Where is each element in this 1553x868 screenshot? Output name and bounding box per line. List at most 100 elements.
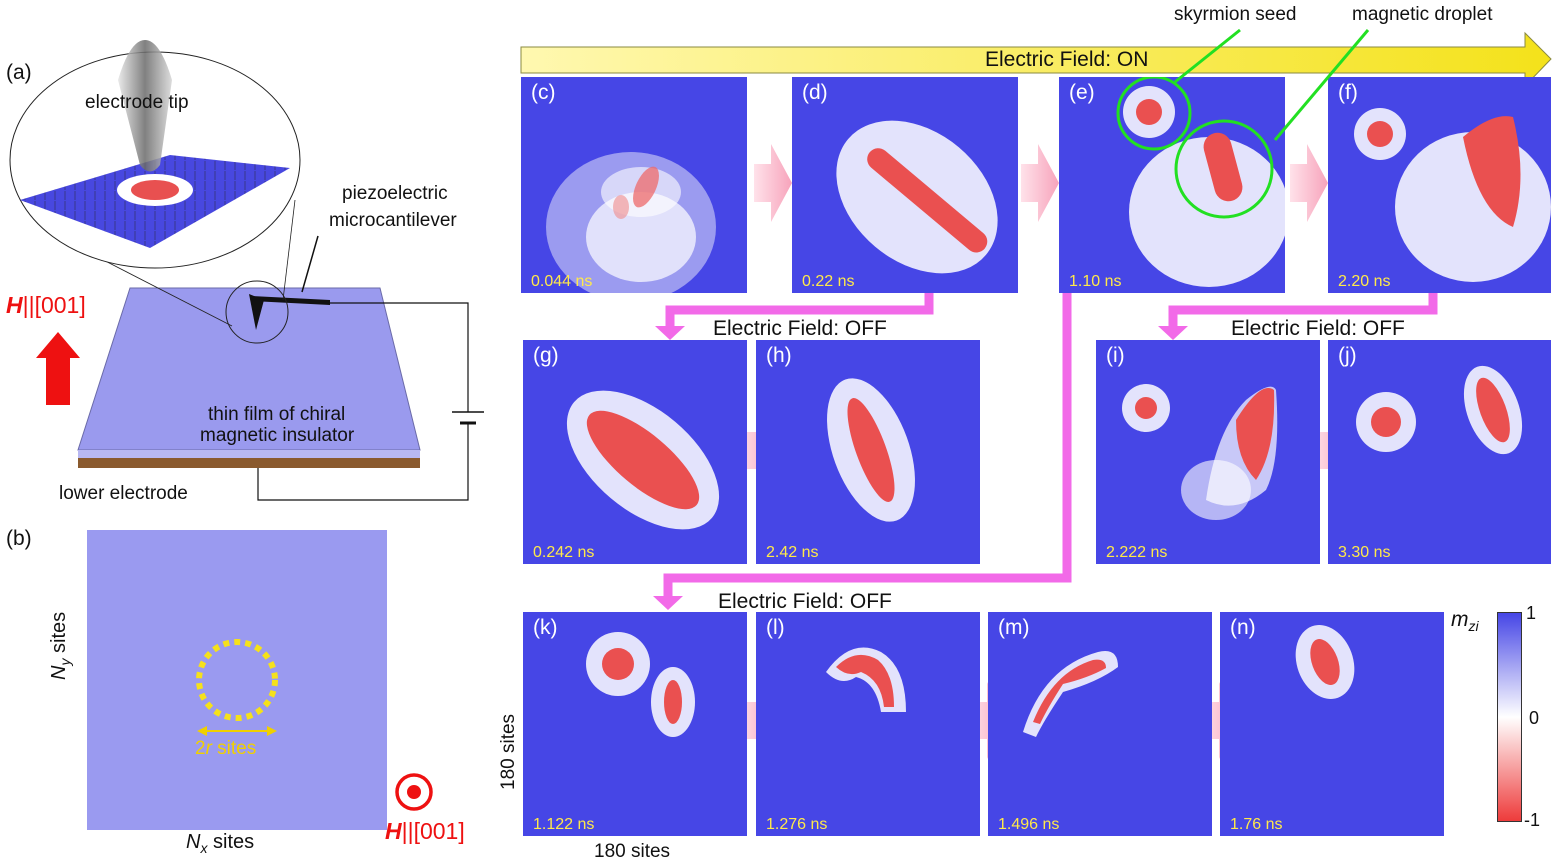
panel-f: (f) 2.20 ns: [1328, 77, 1551, 293]
colorbar-tick-mid: 0: [1529, 708, 1540, 728]
panel-f-tag: (f): [1338, 81, 1358, 104]
cantilever-label-1: piezoelectric: [342, 183, 448, 204]
colorbar-title-sub: zi: [1468, 618, 1479, 635]
film-edge: [78, 450, 420, 458]
connector-d-g: [665, 293, 934, 330]
two-r-label: 2r sites: [195, 738, 256, 760]
cantilever-label-2: microcantilever: [329, 210, 457, 231]
panel-e-time: 1.10 ns: [1069, 273, 1122, 290]
panel-n-time: 1.76 ns: [1230, 816, 1283, 833]
label-a: (a): [6, 61, 32, 84]
zoom-circle: [225, 280, 289, 344]
panel-f-time: 2.20 ns: [1338, 273, 1391, 290]
panel-i-tag: (i): [1106, 344, 1125, 367]
circuit-wire-return: [257, 423, 469, 501]
panel-h-tag: (h): [766, 344, 792, 367]
annotation-skyrmion-seed: skyrmion seed: [1174, 4, 1297, 25]
colorbar-title-var: m: [1451, 608, 1469, 631]
colorbar: [1497, 612, 1522, 822]
panel-n: (n) 1.76 ns: [1220, 612, 1444, 836]
field-label-left-rest: ||[001]: [22, 292, 86, 318]
skyrmion-core: [131, 180, 179, 200]
field-label-right: H||[001]: [385, 818, 465, 845]
two-r-rest: sites: [211, 738, 257, 759]
panel-d: (d) 0.22 ns: [792, 77, 1018, 293]
panel-j-tag: (j): [1338, 344, 1357, 367]
header-field-off-bottom: Electric Field: OFF: [718, 590, 892, 613]
panel-d-time: 0.22 ns: [802, 273, 855, 290]
connector-e-k: [663, 293, 1072, 600]
film-label-2: magnetic insulator: [200, 425, 355, 446]
panel-m-time: 1.496 ns: [998, 816, 1060, 833]
panel-c-tag: (c): [531, 81, 556, 104]
panel-k: (k) 1.122 ns: [523, 612, 747, 836]
header-field-on: Electric Field: ON: [985, 48, 1149, 71]
colorbar-tick-max: 1: [1526, 603, 1537, 623]
lower-electrode-layer: [78, 458, 420, 468]
connector-e-k-head: [653, 596, 683, 610]
panel-i: (i) 2.222 ns: [1096, 340, 1320, 564]
panel-m: (m) 1.496 ns: [988, 612, 1212, 836]
panel-g: (g) 0.242 ns: [523, 340, 747, 564]
field-on-arrow: [520, 31, 1552, 88]
nx-rest: sites: [207, 831, 255, 853]
cantilever-pointer: [301, 235, 319, 293]
header-field-off-right: Electric Field: OFF: [1231, 317, 1405, 340]
panel-k-tag: (k): [533, 616, 558, 639]
lower-electrode-label: lower electrode: [59, 483, 188, 504]
field-out-dot: [407, 785, 421, 799]
pointer-droplet: [1273, 29, 1370, 141]
panel-j: (j) 3.30 ns: [1328, 340, 1551, 564]
field-label-right-rest: ||[001]: [401, 818, 465, 844]
diameter-arrow-right: [267, 726, 277, 736]
panel-g-time: 0.242 ns: [533, 544, 595, 561]
field-label-left: H||[001]: [6, 292, 86, 319]
lattice-square: [87, 530, 387, 830]
colorbar-tick-min: -1: [1524, 810, 1541, 830]
transition-arrow-cd: [754, 144, 792, 222]
transition-arrow-de: [1021, 144, 1059, 222]
panel-e: (e) 1.10 ns: [1059, 77, 1285, 293]
circuit-wire: [315, 302, 469, 412]
nx-sub: x: [200, 840, 208, 856]
panel-c-time: 0.044 ns: [531, 273, 593, 290]
nx-var: N: [186, 831, 201, 853]
connector-f-i-head: [1158, 326, 1188, 340]
panel-k-time: 1.122 ns: [533, 816, 595, 833]
electrode-tip-label: electrode tip: [85, 92, 189, 113]
panel-g-tag: (g): [533, 344, 559, 367]
panel-l-tag: (l): [766, 616, 785, 639]
nx-label: Nx sites: [186, 831, 254, 856]
pointer-seed: [1174, 28, 1241, 84]
panel-l: (l) 1.276 ns: [756, 612, 980, 836]
two-r-num: 2: [195, 738, 206, 759]
field-up-arrow: [36, 332, 80, 405]
panel-h: (h) 2.42 ns: [756, 340, 980, 564]
colorbar-title: mzi: [1451, 608, 1479, 634]
annotation-magnetic-droplet: magnetic droplet: [1352, 4, 1493, 25]
two-r-var: r: [205, 738, 212, 759]
connector-f-i: [1168, 293, 1438, 330]
panel-l-time: 1.276 ns: [766, 816, 828, 833]
zoom-line-right: [282, 199, 296, 301]
x-axis-sites: 180 sites: [594, 841, 671, 862]
panel-c: (c) 0.044 ns: [521, 77, 747, 293]
field-label-left-var: H: [6, 292, 23, 318]
diameter-arrow-left: [197, 726, 207, 736]
cantilever-beam: [251, 296, 330, 305]
panel-e-tag: (e): [1069, 81, 1095, 104]
panel-n-tag: (n): [1230, 616, 1256, 639]
panel-m-tag: (m): [998, 616, 1030, 639]
transition-arrow-ef: [1290, 144, 1328, 222]
panel-d-tag: (d): [802, 81, 828, 104]
film-label-1: thin film of chiral: [208, 404, 346, 425]
field-label-right-var: H: [385, 818, 402, 844]
panel-h-time: 2.42 ns: [766, 544, 819, 561]
cantilever-tip: [249, 294, 264, 330]
panel-i-time: 2.222 ns: [1106, 544, 1168, 561]
label-b: (b): [6, 527, 32, 550]
header-field-off-top: Electric Field: OFF: [713, 317, 887, 340]
seed-circle: [196, 639, 278, 721]
